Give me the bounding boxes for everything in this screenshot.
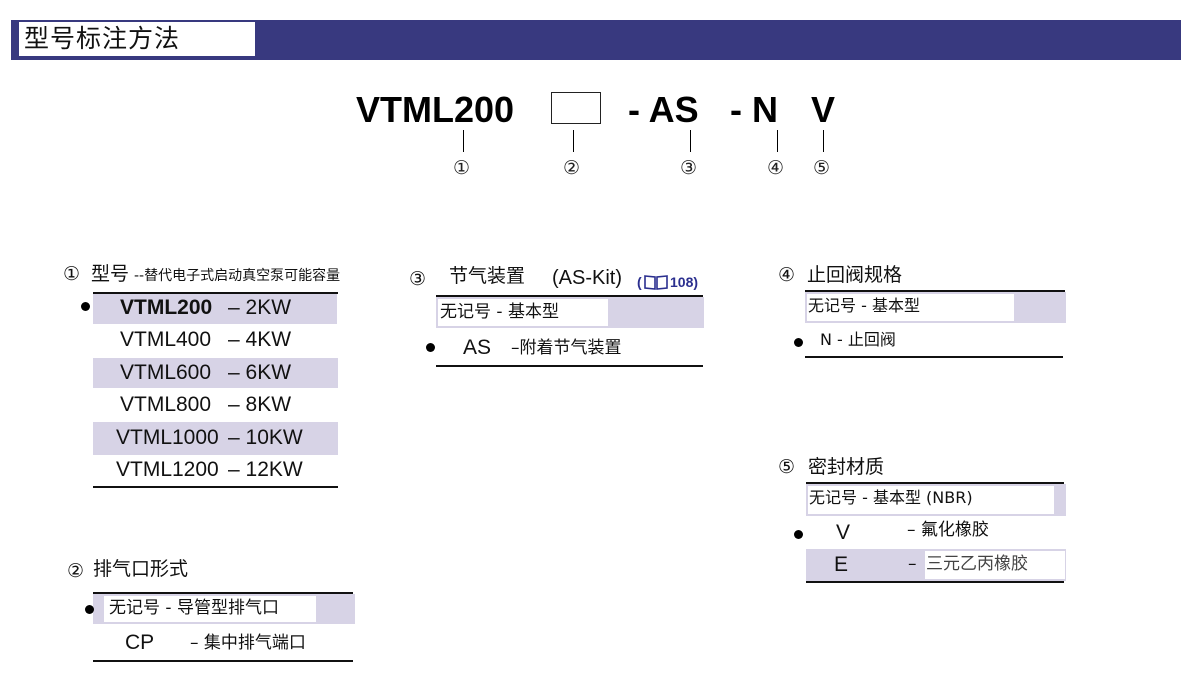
s4-row2-text: N - 止回阀 bbox=[820, 330, 896, 349]
s1-row-model: VTML1000 bbox=[116, 426, 219, 449]
s1-row-power: – 10KW bbox=[228, 426, 303, 449]
s1-row-model: VTML1200 bbox=[116, 458, 219, 481]
marker-tick-2 bbox=[573, 130, 574, 152]
bullet-dot-icon bbox=[85, 605, 94, 614]
s1-row-power: – 12KW bbox=[228, 458, 303, 481]
model-code-n: - N bbox=[730, 89, 778, 130]
marker-2: ② bbox=[563, 157, 581, 179]
s4-title: 止回阀规格 bbox=[807, 264, 903, 286]
bullet-dot-icon bbox=[81, 302, 90, 311]
s3-table-bottom-line bbox=[436, 365, 703, 367]
s3-row2-desc: –附着节气装置 bbox=[511, 338, 622, 358]
marker-3: ③ bbox=[680, 157, 698, 179]
header-title-box bbox=[19, 22, 255, 56]
s1-row-power: – 2KW bbox=[228, 296, 292, 319]
s5-row3-desc: 三元乙丙橡胶 bbox=[926, 554, 1028, 574]
s3-ref-page: 108) bbox=[670, 274, 699, 290]
s3-title: 节气装置 bbox=[449, 265, 526, 287]
s2-row-inner bbox=[104, 596, 316, 622]
s4-row-inner bbox=[807, 294, 1014, 321]
marker-1: ① bbox=[453, 157, 471, 179]
page-title: 型号标注方法 bbox=[24, 24, 181, 53]
s5-row3-code: E bbox=[834, 553, 849, 576]
marker-tick-4 bbox=[777, 130, 778, 152]
s1-number: ① bbox=[63, 263, 81, 285]
s1-row-model: VTML600 bbox=[120, 361, 212, 384]
s1-row-shade-3 bbox=[93, 358, 338, 388]
s3-row-inner bbox=[438, 299, 608, 326]
model-code-v: V bbox=[811, 89, 836, 130]
s5-title: 密封材质 bbox=[808, 456, 885, 478]
s1-row-shade-1 bbox=[93, 294, 337, 324]
model-code-base: VTML200 bbox=[356, 89, 515, 130]
s1-row-shade-5 bbox=[93, 422, 338, 455]
s3-table-top-line bbox=[436, 295, 703, 297]
model-code-blank-box bbox=[551, 92, 601, 124]
s2-row1-text: 无记号 - 导管型排气口 bbox=[109, 598, 279, 618]
s1-table-top-line bbox=[93, 292, 338, 294]
marker-5: ⑤ bbox=[813, 157, 831, 179]
s2-table-top-line bbox=[93, 592, 353, 594]
s2-number: ② bbox=[67, 560, 85, 582]
s1-row-power: – 6KW bbox=[228, 361, 292, 384]
s1-title: 型号 bbox=[91, 263, 130, 285]
s5-table-bottom-line bbox=[806, 581, 1064, 583]
s5-row1-inner bbox=[808, 486, 1054, 514]
s5-row2-code: V bbox=[836, 521, 851, 544]
s4-table-top-line bbox=[805, 290, 1065, 292]
model-code-as: - AS bbox=[628, 89, 699, 130]
s2-row2-code: CP bbox=[125, 631, 155, 654]
s5-row2-desc: – 氟化橡胶 bbox=[907, 520, 989, 540]
s3-number: ③ bbox=[409, 268, 427, 290]
s2-row2-desc: – 集中排气端口 bbox=[190, 633, 306, 653]
s5-number: ⑤ bbox=[778, 456, 796, 478]
s1-row-power: – 8KW bbox=[228, 393, 292, 416]
s4-table-bottom-line bbox=[805, 356, 1063, 358]
bullet-dot-icon bbox=[794, 338, 803, 347]
s3-kit: (AS-Kit) bbox=[552, 267, 622, 289]
s1-row-model: VTML400 bbox=[120, 328, 212, 351]
s3-row1-text: 无记号 - 基本型 bbox=[440, 302, 559, 322]
book-icon bbox=[644, 275, 668, 294]
bullet-dot-icon bbox=[794, 530, 803, 539]
s1-row-power: – 4KW bbox=[228, 328, 292, 351]
s4-row1-text: 无记号 - 基本型 bbox=[808, 296, 920, 315]
s4-number: ④ bbox=[778, 264, 796, 286]
marker-4: ④ bbox=[767, 157, 785, 179]
s1-subtitle: --替代电子式启动真空泵可能容量 bbox=[134, 268, 341, 284]
s2-title: 排气口形式 bbox=[93, 558, 189, 580]
s3-row2-code: AS bbox=[463, 336, 492, 359]
s1-row-model: VTML800 bbox=[120, 393, 212, 416]
s1-row-model: VTML200 bbox=[120, 296, 213, 319]
marker-tick-1 bbox=[463, 130, 464, 152]
s1-table-bottom-line bbox=[93, 486, 338, 488]
s3-ref-open: ( bbox=[637, 274, 642, 290]
s2-table-bottom-line bbox=[93, 660, 353, 662]
bullet-dot-icon bbox=[426, 343, 435, 352]
marker-tick-3 bbox=[690, 130, 691, 152]
s5-row1-text: 无记号 - 基本型 (NBR) bbox=[809, 488, 973, 507]
s5-row3-inner bbox=[925, 551, 1065, 579]
s5-row3-dash: – bbox=[908, 554, 917, 574]
marker-tick-5 bbox=[823, 130, 824, 152]
s5-table-top-line bbox=[806, 482, 1064, 484]
